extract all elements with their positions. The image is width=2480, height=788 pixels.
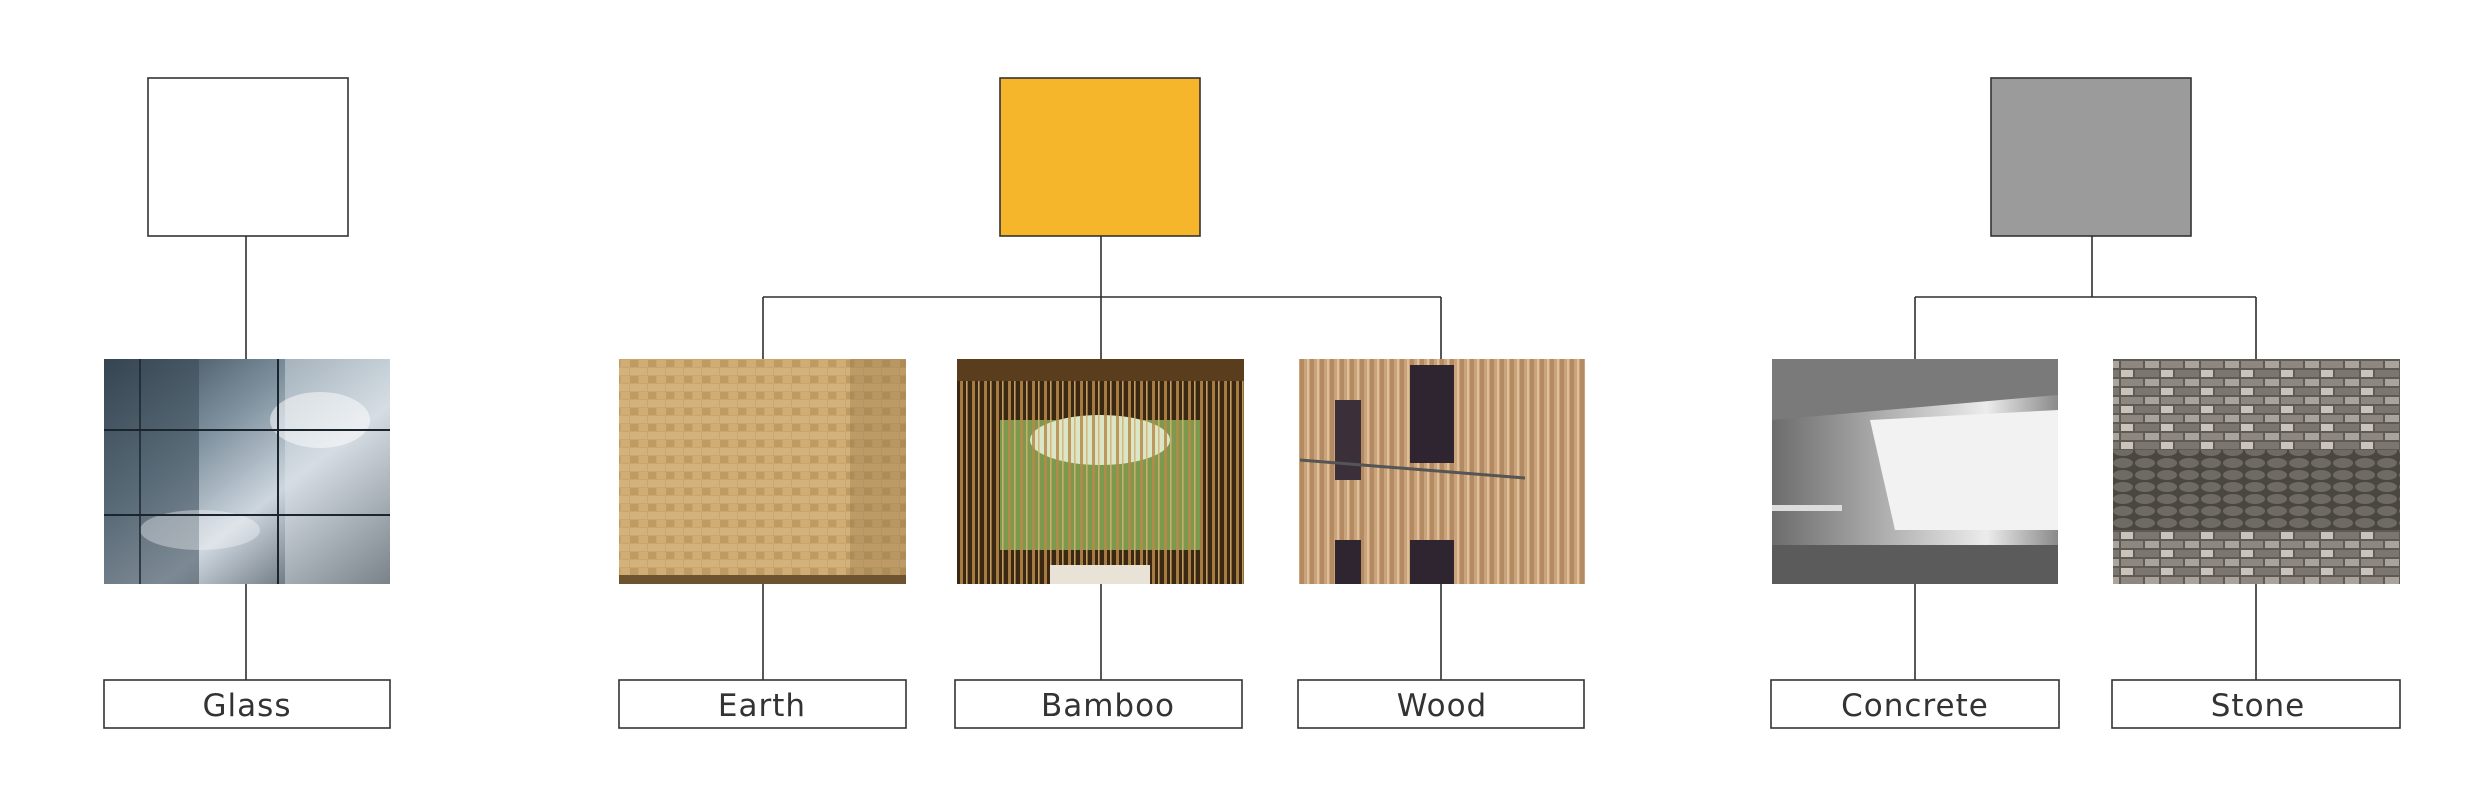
- label-box-stone: [2111, 679, 2401, 729]
- swatch-natural: [999, 77, 1201, 237]
- material-photo-stone: [2113, 359, 2400, 584]
- label-box-earth: [618, 679, 907, 729]
- label-glass: Glass: [203, 688, 292, 724]
- material-photo-concrete: [1772, 359, 2058, 584]
- material-photo-bamboo: [957, 359, 1244, 584]
- label-stone: Stone: [2211, 688, 2306, 724]
- group-clear: Glass: [103, 77, 391, 729]
- label-earth: Earth: [718, 688, 806, 724]
- label-bamboo: Bamboo: [1041, 688, 1175, 724]
- label-box-glass: [103, 679, 391, 729]
- label-box-wood: [1297, 679, 1585, 729]
- swatch-clear: [147, 77, 349, 237]
- group-mineral: Concrete Stone: [1770, 77, 2401, 729]
- material-photo-glass: [104, 359, 390, 584]
- material-photo-wood: [1299, 359, 1585, 584]
- material-photo-earth: [619, 359, 906, 584]
- swatch-mineral: [1990, 77, 2192, 237]
- group-natural: Earth Bamboo Wood: [618, 77, 1585, 729]
- label-box-concrete: [1770, 679, 2060, 729]
- label-concrete: Concrete: [1841, 688, 1989, 724]
- label-wood: Wood: [1397, 688, 1487, 724]
- label-box-bamboo: [954, 679, 1243, 729]
